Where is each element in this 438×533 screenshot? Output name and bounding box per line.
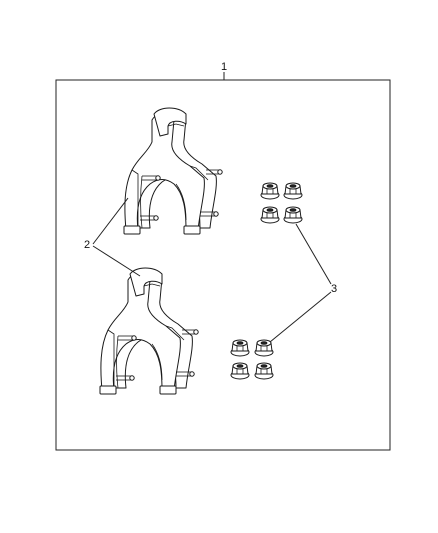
leader-bracket-upper [92,197,129,245]
leader-bracket-lower [92,245,141,277]
bracket-upper [123,107,223,235]
nut [283,206,303,224]
callout-kit: 1 [221,61,227,73]
nut-group-lower [230,339,274,380]
bracket-lower [99,267,199,395]
nut [230,362,250,380]
callout-nuts: 3 [331,283,337,295]
nut [260,206,280,224]
nut [230,339,250,357]
nut-group-upper [260,182,303,224]
nut [254,339,274,357]
nut [260,182,280,200]
callout-bracket: 2 [84,239,90,251]
nut [254,362,274,380]
kit-frame [55,79,391,451]
leader-nuts-upper [295,223,332,285]
nut [283,182,303,200]
leader-nuts-lower [269,291,332,343]
